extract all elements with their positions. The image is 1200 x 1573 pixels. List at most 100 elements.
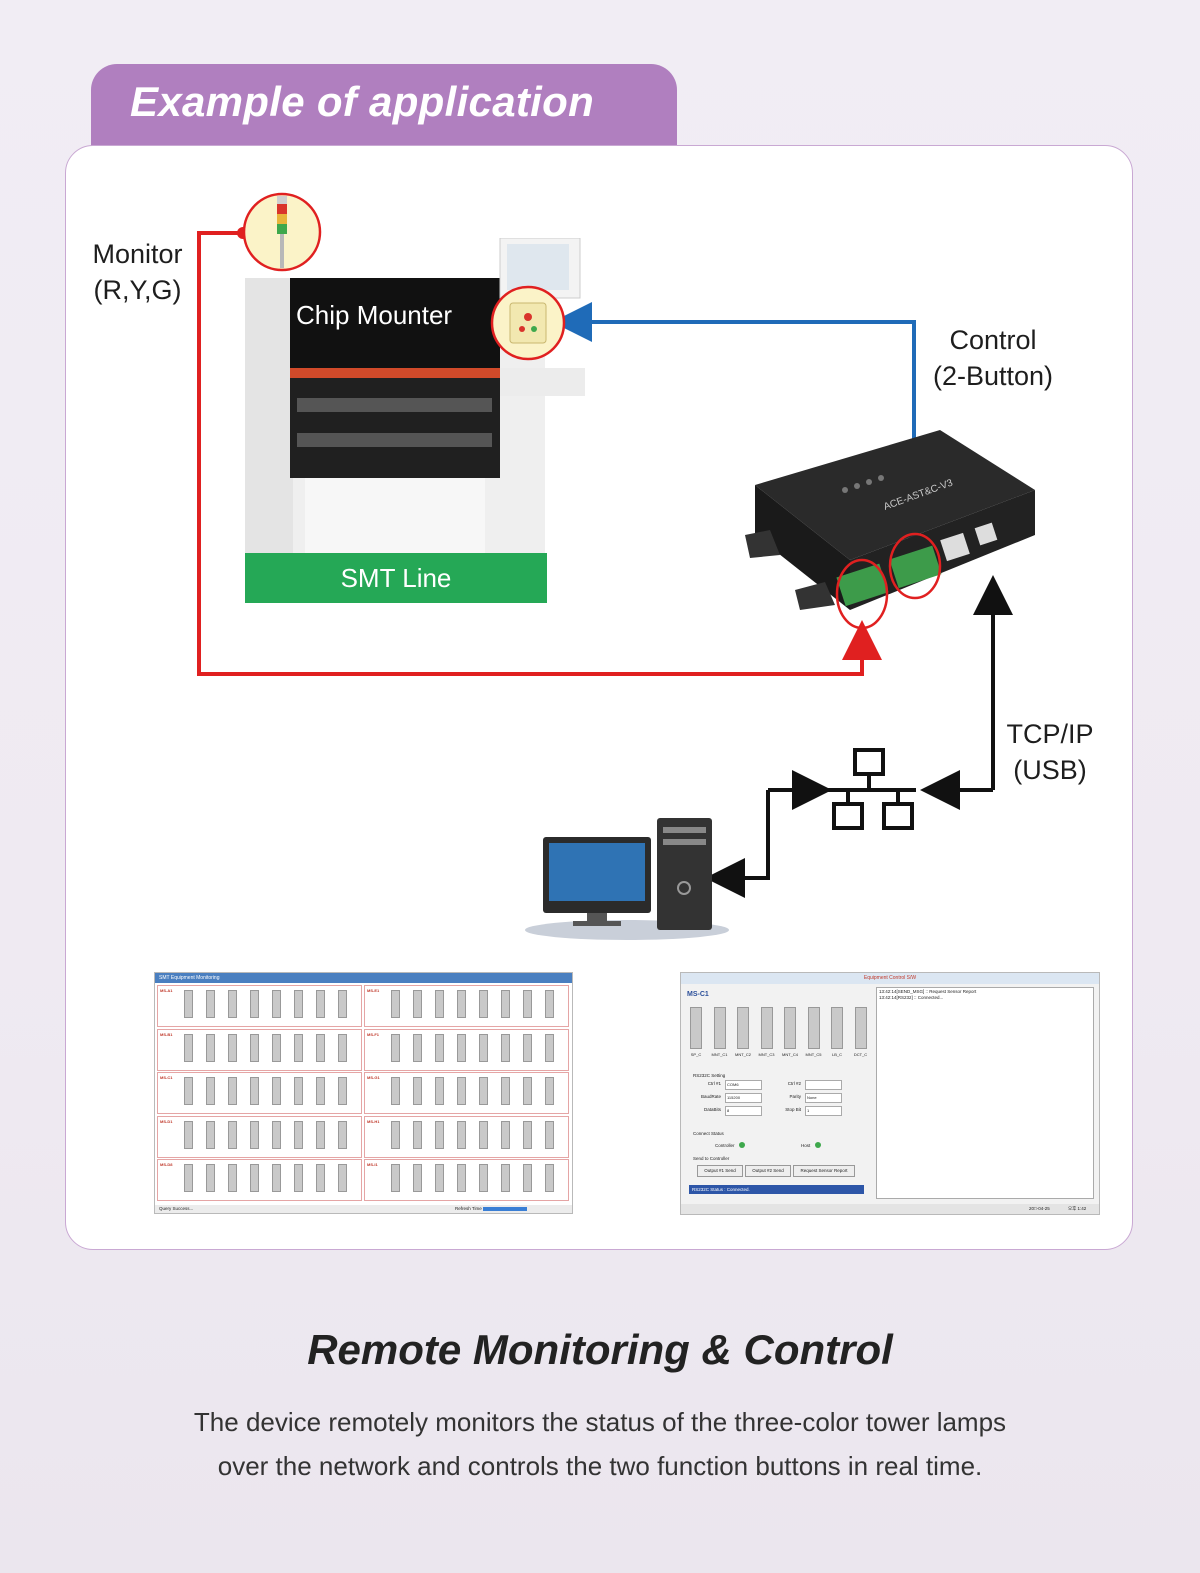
- button-panel-icon: [490, 285, 566, 361]
- tcpip-label-line2: (USB): [1013, 755, 1087, 785]
- monitor-group-label: MS-E1: [367, 988, 380, 993]
- lamp-icon: [184, 990, 193, 1018]
- chip-mounter-label: Chip Mounter: [296, 300, 453, 330]
- lamp-icon: [545, 1033, 554, 1062]
- monitor-group-cell: MS-H1: [364, 1115, 569, 1158]
- field-input[interactable]: None: [805, 1093, 842, 1103]
- rs232-setting-label: RS232C Setting: [693, 1073, 726, 1078]
- connect-status-label: Connect Status: [693, 1131, 724, 1136]
- lamp-icon: [501, 1120, 510, 1149]
- monitor-group-label: MS-D1: [160, 1118, 173, 1124]
- lamp-icon: [206, 1120, 215, 1149]
- lamp-icon: [854, 1007, 867, 1049]
- lamp-icon: [479, 1077, 488, 1106]
- monitor-line: [197, 231, 882, 676]
- monitor-label-line2: (R,Y,G): [93, 275, 182, 305]
- lamp-label: MNT_C4: [781, 1052, 798, 1057]
- network-hub-icon: [824, 748, 916, 830]
- monitor-group-cell: MS-E1: [364, 985, 569, 1027]
- lamp-icon: [250, 1120, 259, 1149]
- footer-time: 오후 1:42: [1068, 1206, 1087, 1211]
- monitor-group-cell: MS-D1: [157, 1115, 362, 1158]
- lamp-icon: [228, 1164, 237, 1193]
- monitor-group-cell: MS-B1: [157, 1028, 362, 1071]
- controller-status-indicator: [739, 1142, 745, 1148]
- lamp-icon: [294, 1033, 303, 1062]
- lamp-icon: [479, 990, 488, 1018]
- lamp-icon: [294, 1164, 303, 1193]
- lamp-icon: [338, 1033, 347, 1062]
- lamp-icon: [294, 990, 303, 1018]
- lamp-icon: [272, 990, 281, 1018]
- header-tab: [91, 64, 677, 148]
- monitor-group-label: MS-F1: [367, 1031, 379, 1037]
- lamp-icon: [294, 1120, 303, 1149]
- lamp-label: MNT_C1: [711, 1052, 728, 1057]
- lamp-icon: [760, 1007, 773, 1049]
- send-button[interactable]: Output #2 Send: [745, 1165, 791, 1177]
- monitoring-status-bar: Query Success... Refresh Time: [155, 1205, 572, 1213]
- lamp-icon: [457, 990, 466, 1018]
- lamp-icon: [523, 1077, 532, 1106]
- tower-lamp-icon: [242, 192, 322, 272]
- lamp-icon: [316, 1077, 325, 1106]
- lamp-icon: [501, 1033, 510, 1062]
- lamp-icon: [272, 1164, 281, 1193]
- lamp-icon: [228, 1120, 237, 1149]
- lamp-icon: [807, 1007, 820, 1049]
- control-label: Control (2-Button): [918, 322, 1068, 394]
- lamp-icon: [391, 990, 400, 1018]
- lamp-label: SP_C: [690, 1052, 702, 1057]
- lamp-icon: [523, 1164, 532, 1193]
- control-footer: 20□-04-25 오후 1:42: [681, 1204, 1099, 1214]
- field-input[interactable]: 8: [725, 1106, 762, 1116]
- monitor-group-label: MS-D8: [160, 1162, 173, 1168]
- footer-title: Remote Monitoring & Control: [307, 1326, 893, 1373]
- field-input[interactable]: [805, 1080, 842, 1090]
- lamp-icon: [501, 1077, 510, 1106]
- footer-description: The device remotely monitors the status …: [100, 1400, 1100, 1488]
- field-input[interactable]: COM6: [725, 1080, 762, 1090]
- lamp-icon: [338, 1077, 347, 1106]
- lamp-icon: [435, 1077, 444, 1106]
- field-input[interactable]: 115200: [725, 1093, 762, 1103]
- monitoring-status-left: Query Success...: [159, 1206, 194, 1211]
- lamp-icon: [523, 1033, 532, 1062]
- lamp-icon: [545, 1077, 554, 1106]
- monitor-label: Monitor (R,Y,G): [80, 236, 195, 308]
- lamp-icon: [184, 1120, 193, 1149]
- monitor-group-label: MS-H1: [367, 1118, 380, 1124]
- lamp-icon: [501, 1164, 510, 1193]
- smt-line-label: SMT Line: [340, 562, 452, 593]
- lamp-icon: [457, 1077, 466, 1106]
- description-line2: over the network and controls the two fu…: [217, 1451, 983, 1481]
- request-report-button[interactable]: Request Sensor Report: [793, 1165, 855, 1177]
- lamp-icon: [316, 1033, 325, 1062]
- lamp-icon: [501, 990, 510, 1018]
- monitor-group-cell: MS-F1: [364, 1028, 569, 1071]
- computer-icon: [525, 818, 729, 940]
- monitor-group-cell: MS-I1: [364, 1159, 569, 1202]
- lamp-icon: [784, 1007, 796, 1049]
- monitoring-title: SMT Equipment Monitoring: [159, 975, 220, 981]
- controller-status-label: Controller: [715, 1143, 735, 1148]
- lamp-icon: [184, 1164, 193, 1193]
- lamp-icon: [272, 1033, 281, 1062]
- monitor-group-cell: MS-G1: [364, 1072, 569, 1115]
- monitor-group-label: MS-B1: [160, 1031, 173, 1037]
- field-label: Stop Bit: [785, 1107, 801, 1112]
- lamp-icon: [545, 1164, 554, 1193]
- lamp-icon: [435, 1164, 444, 1193]
- rs232-status-bar: RS232C Status : Connected.: [689, 1185, 864, 1194]
- send-button[interactable]: Output #1 Send: [697, 1165, 743, 1177]
- field-input[interactable]: 1: [805, 1106, 842, 1116]
- controller-device-icon: ACE-AST&C-V3: [745, 430, 1035, 630]
- send-to-controller-label: Send to Controller: [693, 1156, 730, 1161]
- footer-date: 20□-04-25: [1029, 1206, 1050, 1211]
- field-label: Parity: [789, 1094, 801, 1099]
- lamp-icon: [338, 1120, 347, 1149]
- lamp-icon: [457, 1120, 466, 1149]
